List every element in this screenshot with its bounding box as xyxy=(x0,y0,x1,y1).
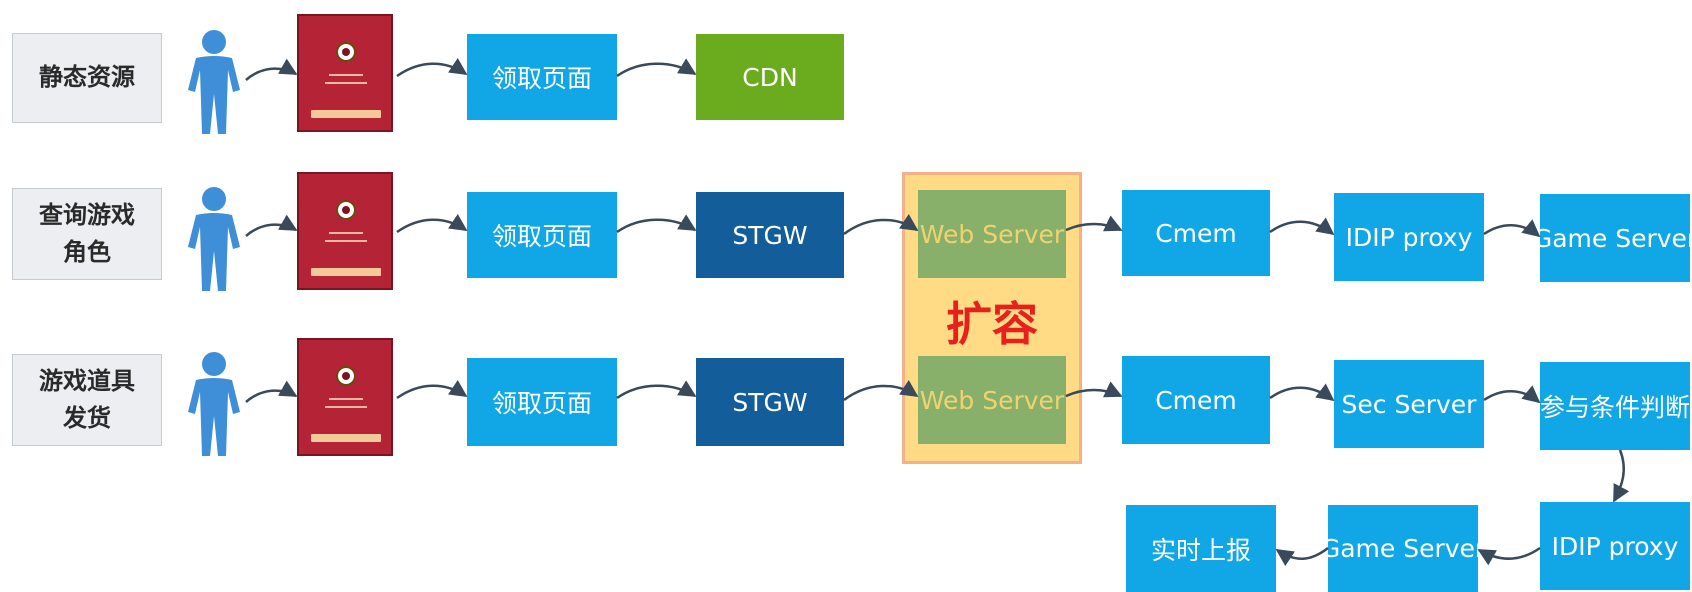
arrow xyxy=(1275,547,1329,567)
r2-web-server-node: Web Server xyxy=(918,190,1066,278)
r3-sec-server-node: Sec Server xyxy=(1334,360,1484,448)
arrow xyxy=(396,379,468,400)
r2-claim-page-node: 领取页面 xyxy=(467,192,617,278)
scale-out-label: 扩容 xyxy=(946,297,1038,351)
row-label-static-resources: 静态资源 xyxy=(12,33,162,123)
arrow xyxy=(1612,449,1630,503)
r3-web-server-node: Web Server xyxy=(918,356,1066,444)
person-icon xyxy=(188,30,240,134)
red-envelope-icon xyxy=(297,14,393,132)
arrow xyxy=(843,379,919,402)
arrow xyxy=(1477,546,1541,566)
arrow xyxy=(1483,385,1541,404)
r3-cmem-node: Cmem xyxy=(1122,356,1270,444)
row-label-game-item-delivery: 游戏道具 发货 xyxy=(12,354,162,446)
arrow xyxy=(396,213,468,234)
r3-claim-page-node: 领取页面 xyxy=(467,358,617,446)
arrow xyxy=(843,213,919,236)
r2-stgw-node: STGW xyxy=(696,192,844,278)
row-label-query-game-role: 查询游戏 角色 xyxy=(12,188,162,280)
r3-stgw-node: STGW xyxy=(696,358,844,446)
arrow xyxy=(1065,215,1123,232)
arrow xyxy=(1269,383,1335,402)
r1-claim-page-node: 领取页面 xyxy=(467,34,617,120)
r2-game-server-node: Game Server xyxy=(1533,194,1692,282)
r2-idip-proxy-node: IDIP proxy xyxy=(1334,193,1484,281)
r4-idip-proxy-node: IDIP proxy xyxy=(1540,502,1690,590)
arrow xyxy=(245,380,298,403)
arrow xyxy=(616,58,697,78)
r4-realtime-report-node: 实时上报 xyxy=(1126,505,1276,592)
r3-eligibility-check-node: 参与条件判断 xyxy=(1540,362,1690,450)
arrow xyxy=(1269,217,1335,236)
person-icon xyxy=(188,352,240,456)
r4-game-server-node: Game Server xyxy=(1321,505,1485,592)
arrow xyxy=(245,58,298,81)
arrow xyxy=(396,57,468,78)
r2-cmem-node: Cmem xyxy=(1122,190,1270,276)
r1-cdn-node: CDN xyxy=(696,34,844,120)
arrow xyxy=(1483,219,1541,238)
red-envelope-icon xyxy=(297,338,393,456)
red-envelope-icon xyxy=(297,172,393,290)
person-icon xyxy=(188,187,240,291)
arrow xyxy=(616,380,697,400)
arrow xyxy=(1065,381,1123,398)
arrow xyxy=(245,214,298,237)
arrow xyxy=(616,214,697,234)
